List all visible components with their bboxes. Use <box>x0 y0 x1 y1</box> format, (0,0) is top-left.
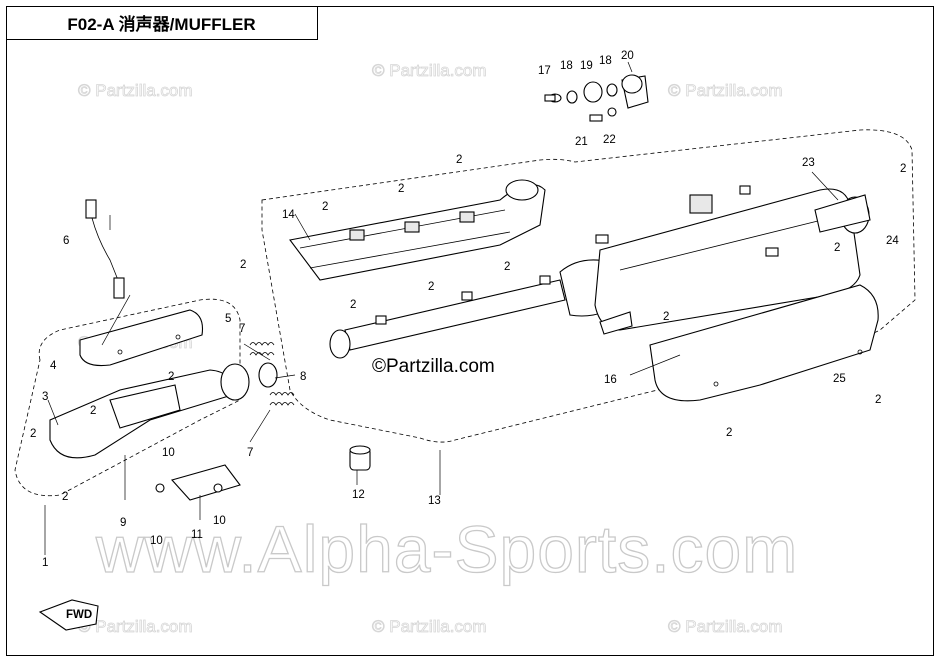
callout-9: 9 <box>120 517 126 529</box>
callout-2: 2 <box>875 394 881 406</box>
callout-16: 16 <box>604 374 617 386</box>
watermark-alpha-sports: www.Alpha-Sports.com <box>95 512 798 586</box>
callout-2: 2 <box>168 371 174 383</box>
callout-21: 21 <box>575 136 588 148</box>
watermark-partzilla: © Partzilla.com <box>78 81 193 100</box>
callout-2: 2 <box>663 311 669 323</box>
callout-2: 2 <box>456 154 462 166</box>
callout-2: 2 <box>30 428 36 440</box>
callout-18: 18 <box>560 60 573 72</box>
callout-2: 2 <box>398 183 404 195</box>
callout-14: 14 <box>282 209 295 221</box>
callout-2: 2 <box>322 201 328 213</box>
callout-2: 2 <box>726 427 732 439</box>
callout-7: 7 <box>239 323 245 335</box>
callout-2: 2 <box>350 299 356 311</box>
watermark-partzilla: © Partzilla.com <box>668 617 783 636</box>
callout-10: 10 <box>150 535 163 547</box>
callout-22: 22 <box>603 134 616 146</box>
bracket-hardware-17-22 <box>544 74 649 122</box>
callout-10: 10 <box>162 447 175 459</box>
callout-7: 7 <box>247 447 253 459</box>
callout-17: 17 <box>538 65 551 77</box>
callout-2: 2 <box>90 405 96 417</box>
fwd-arrow: FWD <box>38 599 99 631</box>
watermark-partzilla: © Partzilla.com <box>372 61 487 80</box>
callout-18: 18 <box>599 55 612 67</box>
callout-11: 11 <box>191 529 203 541</box>
callout-labels: 1 2 2 2 2 2 2 2 2 2 2 2 2 2 2 2 2 3 4 5 … <box>30 50 906 569</box>
callout-12: 12 <box>352 489 365 501</box>
muffler-13 <box>329 185 871 359</box>
o2-sensor-6 <box>85 199 125 299</box>
bracket-11 <box>155 464 241 501</box>
watermark-partzilla: © Partzilla.com <box>78 617 193 636</box>
title-box: F02-A 消声器/MUFFLER <box>6 6 318 40</box>
assembly-1-boundary <box>14 298 241 497</box>
page-title: F02-A 消声器/MUFFLER <box>67 15 256 34</box>
callout-19: 19 <box>580 60 593 72</box>
watermark-partzilla: © Partzilla.com <box>668 81 783 100</box>
callout-23: 23 <box>802 157 815 169</box>
callout-24: 24 <box>886 235 899 247</box>
watermark-partzilla: © Partzilla.com <box>372 617 487 636</box>
exhaust-manifold-1 <box>49 309 278 459</box>
grommet-12 <box>349 445 371 471</box>
callout-3: 3 <box>42 391 48 403</box>
callout-25: 25 <box>833 373 846 385</box>
callout-8: 8 <box>300 371 306 383</box>
watermark-partzilla-center: ©Partzilla.com <box>372 356 495 377</box>
callout-2: 2 <box>62 491 68 503</box>
fwd-label: FWD <box>66 609 92 621</box>
diagram-frame <box>6 6 934 656</box>
callout-2: 2 <box>900 163 906 175</box>
callout-1: 1 <box>42 557 48 569</box>
callout-20: 20 <box>621 50 634 62</box>
callout-4: 4 <box>50 360 57 372</box>
callout-2: 2 <box>428 281 434 293</box>
callout-5: 5 <box>225 313 231 325</box>
callout-2: 2 <box>240 259 246 271</box>
heat-shield-16 <box>649 284 879 402</box>
callout-2: 2 <box>834 242 840 254</box>
callout-10: 10 <box>213 515 226 527</box>
heat-shield-14 <box>289 179 546 281</box>
leader-lines <box>44 61 839 555</box>
callout-2: 2 <box>504 261 510 273</box>
callout-13: 13 <box>428 495 441 507</box>
callout-6: 6 <box>63 235 69 247</box>
